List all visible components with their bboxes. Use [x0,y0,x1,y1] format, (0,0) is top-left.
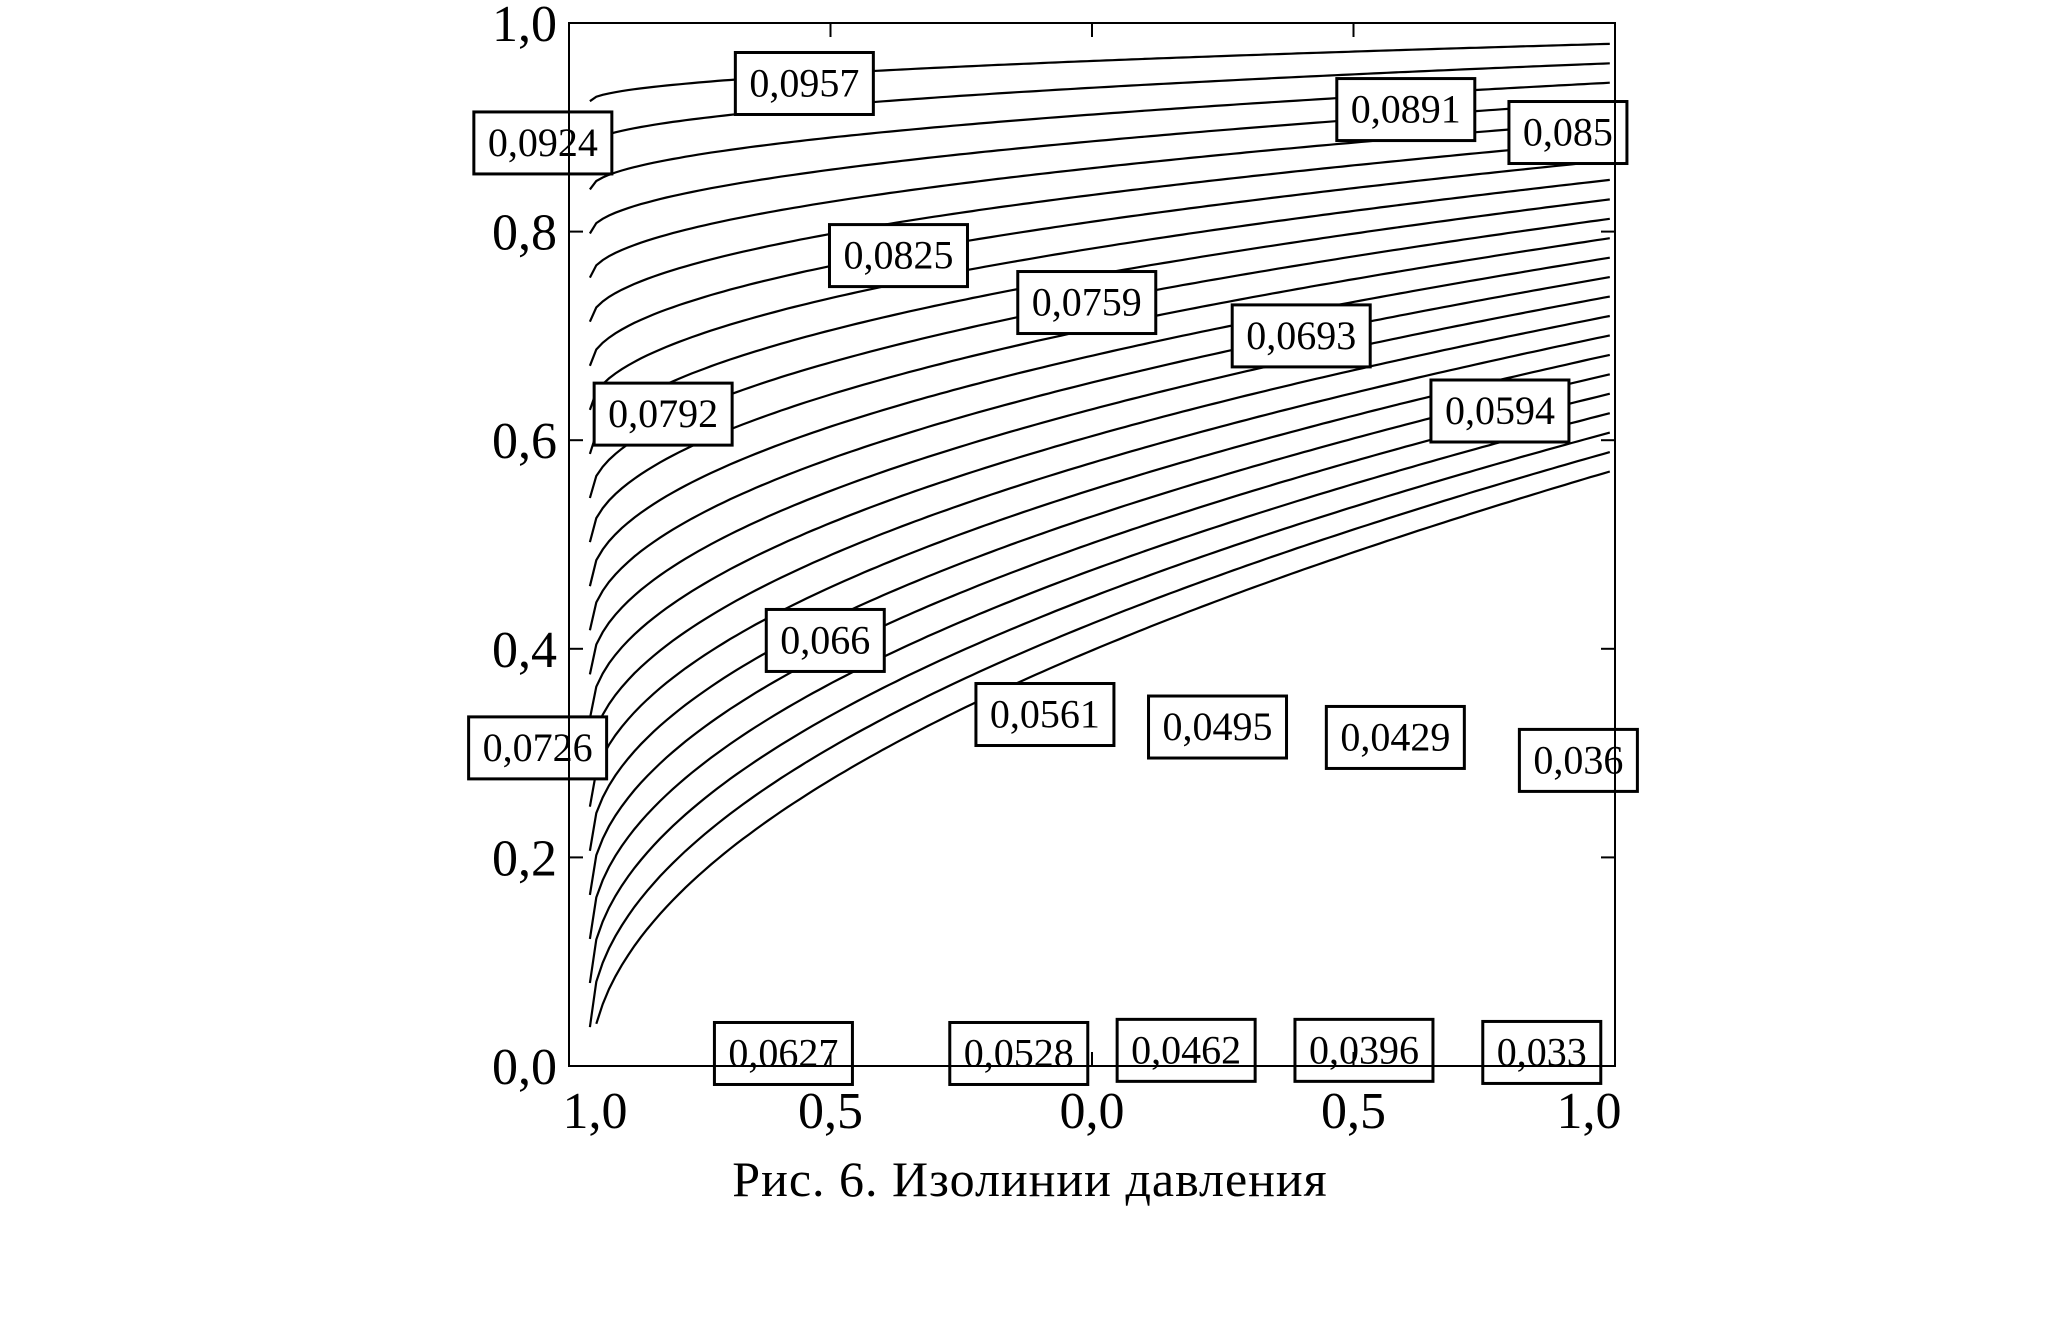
isoline [588,256,1610,587]
isoline-label: 0,0924 [472,110,614,176]
isoline-label-text: 0,0957 [749,60,859,105]
isoline [588,295,1610,675]
isoline-label: 0,0627 [712,1020,854,1086]
isoline-label-text: 0,0825 [843,233,953,278]
isoline [588,139,1610,323]
isoline-label-text: 0,0924 [488,120,598,165]
isoline-label-box [948,1020,1090,1086]
isoline-label: 0,066 [764,607,886,673]
isoline-label: 0,0792 [592,381,734,447]
y-tick-label: 0,6 [492,413,557,470]
isoline-label-box [974,682,1116,748]
isoline-label-text: 0,0792 [608,391,718,436]
isoline-label: 0,0726 [467,715,609,781]
isoline-label: 0,0825 [827,223,969,289]
isoline-label: 0,036 [1517,727,1639,793]
isoline-label-box [467,715,609,781]
isoline-label-text: 0,066 [780,617,870,662]
y-tick-label: 0,4 [492,622,557,679]
isoline-label-box [1230,303,1372,369]
isoline-label-text: 0,0528 [964,1030,1074,1075]
contour-lines [588,42,1611,1028]
isoline-label-box [1115,1017,1257,1083]
isoline [588,276,1610,631]
y-axis: 0,0 0,2 0,4 0,6 0,8 1,0 [492,0,1615,1096]
isoline-label-text: 0,0561 [990,692,1100,737]
isoline-label-box [1293,1017,1435,1083]
isoline-label-box [592,381,734,447]
contour-labels: 0,0957 0,0924 0,0891 0,085 0,0825 0,0792 0,075… [467,50,1639,1086]
isoline-label: 0,0594 [1429,378,1571,444]
isoline-label-box [1507,100,1629,166]
isoline-label-text: 0,0627 [728,1030,838,1075]
plot-frame [568,22,1616,1067]
isoline-label: 0,0759 [1016,270,1158,336]
isoline [588,373,1611,851]
isoline [595,470,1611,1025]
isoline-label-box [1517,727,1639,793]
isoline [588,431,1611,984]
isoline-label-text: 0,0495 [1163,704,1273,749]
isoline [588,159,1610,367]
isoline-label-text: 0,0891 [1351,87,1461,132]
isoline-label: 0,085 [1507,100,1629,166]
isoline-label-text: 0,0726 [483,725,593,770]
isoline-label: 0,0957 [733,50,875,116]
isoline-label-text: 0,085 [1523,110,1613,155]
isoline-label: 0,0561 [974,682,1116,748]
isoline-label-text: 0,0693 [1246,313,1356,358]
isoline-label: 0,033 [1481,1019,1603,1085]
isoline-label: 0,0429 [1324,704,1466,770]
isoline-label-box [764,607,886,673]
isoline-label: 0,0396 [1293,1017,1435,1083]
isoline [588,392,1611,896]
isoline [588,314,1611,719]
x-tick-label: 0,0 [1060,1083,1125,1140]
isoline-label-text: 0,0759 [1032,280,1142,325]
x-axis: 1,0 0,5 0,0 0,5 1,0 [563,23,1622,1140]
isoline [588,178,1610,411]
isoline-label: 0,0891 [1335,77,1477,143]
isoline-label: 0,0495 [1147,694,1289,760]
x-tick-label: 1,0 [563,1083,628,1140]
isoline-label-box [1335,77,1477,143]
isoline-label-text: 0,0396 [1309,1027,1419,1072]
isoline-label-box [1481,1019,1603,1085]
isoline [588,412,1611,940]
isoline-label-box [827,223,969,289]
y-tick-label: 0,8 [492,205,557,262]
isoline-label-text: 0,033 [1497,1029,1587,1074]
isoline-label-box [1016,270,1158,336]
isoline-label: 0,0528 [948,1020,1090,1086]
isoline [588,217,1610,499]
isoline-label: 0,0462 [1115,1017,1257,1083]
isoline-label-box [1147,694,1289,760]
isoline-label-text: 0,036 [1533,737,1623,782]
isoline-label-box [1324,704,1466,770]
x-tick-label: 0,5 [798,1083,863,1140]
x-tick-label: 0,5 [1321,1083,1386,1140]
figure-caption: Рис. 6. Изолинии давления [732,1151,1328,1207]
isoline-label-box [712,1020,854,1086]
isoline-label-box [1429,378,1571,444]
isoline-label: 0,0693 [1230,303,1372,369]
isoline-label-text: 0,0462 [1131,1027,1241,1072]
isoline-label-text: 0,0429 [1340,714,1450,759]
isoline [588,451,1611,1028]
isoline-label-text: 0,0594 [1445,388,1555,433]
y-tick-label: 1,0 [492,0,557,53]
isoline [588,120,1610,279]
isoline-label-box [472,110,614,176]
y-tick-label: 0,0 [492,1039,557,1096]
y-tick-label: 0,2 [492,830,557,887]
x-tick-label: 1,0 [1557,1083,1622,1140]
isoline-label-box [733,50,875,116]
isoline [588,334,1611,763]
